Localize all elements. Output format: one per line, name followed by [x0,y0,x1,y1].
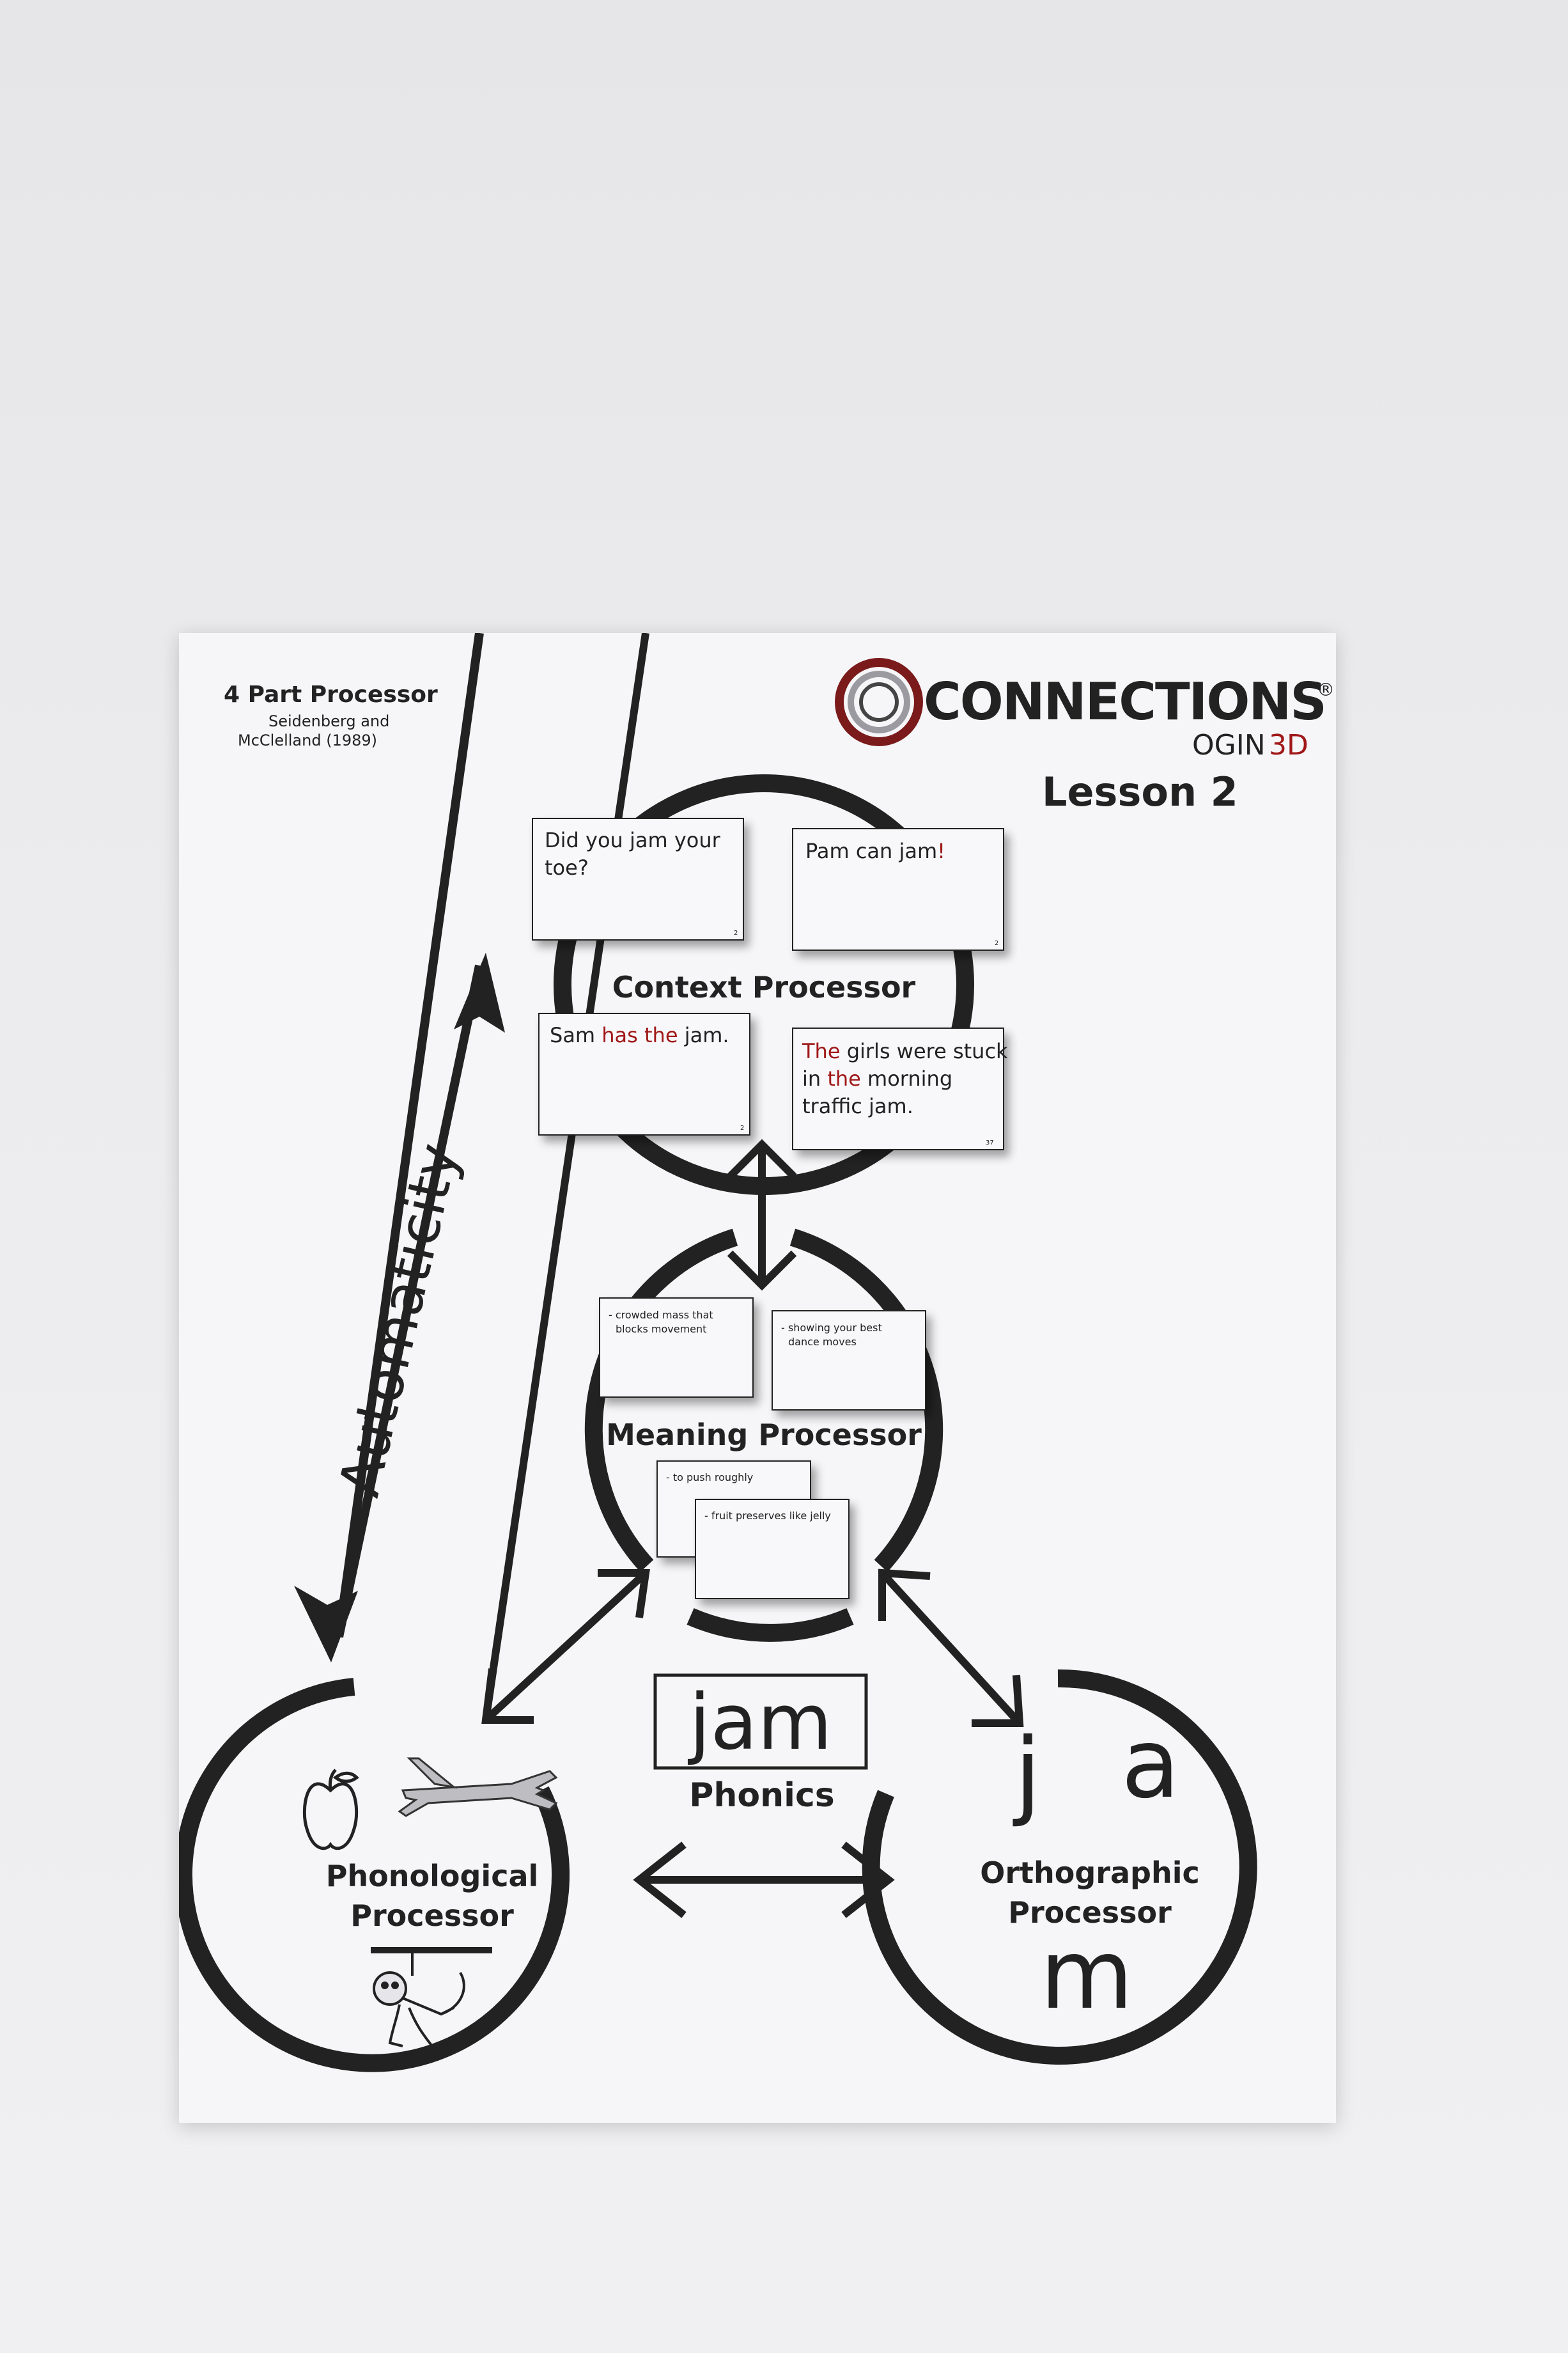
automaticity-label: Automaticity [326,1137,471,1503]
context-card-4-line1: The girls were stuck [802,1039,1008,1063]
phonics-word-box [653,1673,868,1770]
credit-line-1: Seidenberg and [268,712,389,730]
meaning-card-1: - crowded mass that blocks movement [599,1297,754,1398]
brand-name: CONNECTIONS [924,672,1326,731]
automaticity-arrow [334,633,484,1638]
registered-mark: ® [1317,679,1335,700]
letter-j: j [1013,1718,1041,1829]
meaning-card-2-line2: dance moves [788,1336,857,1348]
four-part-processor-diagram: 4 Part Processor Seidenberg and McClella… [179,633,1335,2072]
meaning-processor-label: Meaning Processor [606,1418,922,1452]
orthographic-label-line1: Orthographic [980,1856,1200,1890]
context-card-4-line2: in the morning [802,1067,952,1091]
phonics-word: jam [687,1678,832,1767]
meaning-card-2: - showing your best dance moves [772,1310,926,1411]
context-card-2-number: 2 [995,940,998,947]
context-card-3-number: 2 [740,1125,744,1132]
meaning-orthographic-arrow [878,1568,1024,1727]
monkey-on-bar-icon [371,1947,492,2051]
phonics-label: Phonics [689,1776,834,1815]
logo-inner-ring-icon [848,671,910,733]
context-card-1: Did you jam your toe? 2 [532,818,744,941]
phonological-label-line1: Phonological [326,1859,539,1893]
context-card-4: The girls were stuck in the morning traf… [792,1028,1008,1150]
lesson-label: Lesson 2 [1042,769,1238,815]
letter-m: m [1040,1919,1133,2031]
brand-sub-ogin: OGIN [1192,729,1266,762]
meaning-card-2-line1: - showing your best [781,1322,882,1334]
context-card-2: Pam can jam! 2 [792,828,1004,951]
connections-logo: CONNECTIONS ® OGIN 3D [835,658,1335,762]
meaning-card-1-line1: - crowded mass that [609,1309,713,1321]
context-card-2-text: Pam can jam! [805,839,945,863]
meaning-processor-ring-bottom [687,1608,854,1642]
context-card-1-line2: toe? [545,856,589,880]
credit-line-2: McClelland (1989) [238,731,377,749]
apple-icon [302,1769,359,1850]
context-meaning-arrow [727,1139,797,1291]
meaning-card-1-line2: blocks movement [616,1323,706,1335]
meaning-phonological-arrow [481,633,650,1724]
context-card-3: Sam has the jam. 2 [538,1013,750,1136]
phonological-label-line2: Processor [350,1898,514,1933]
context-card-4-line3: traffic jam. [802,1094,913,1118]
logo-outer-ring-icon [835,658,923,746]
context-card-1-number: 2 [734,930,738,937]
phonological-processor-ring [179,1678,570,2072]
context-card-4-number: 37 [986,1139,994,1146]
jet-plane-icon [398,1757,558,1817]
logo-core-ring-icon [859,682,899,722]
meaning-card-4-text: - fruit preserves like jelly [704,1510,831,1522]
brand-sub-3d: 3D [1269,729,1308,762]
context-processor-label: Context Processor [612,970,916,1005]
automaticity-arrowhead-bottom-icon [294,1586,358,1662]
orthographic-processor-ring [862,1669,1257,2065]
context-card-3-text: Sam has the jam. [550,1023,729,1047]
meaning-card-3-text: - to push roughly [666,1471,753,1483]
context-card-1-line1: Did you jam your [545,828,721,852]
orthographic-label-line2: Processor [1008,1895,1172,1930]
meaning-card-4: - fruit preserves like jelly [695,1499,850,1599]
diagram-title: 4 Part Processor [224,682,438,708]
diagram-board: 4 Part Processor Seidenberg and McClella… [179,633,1336,2123]
automaticity-arrowhead-top-icon [454,953,505,1033]
letter-a: a [1121,1708,1180,1820]
meaning-processor-ring-right [789,1228,943,1572]
phonics-double-arrow [633,1841,895,1918]
